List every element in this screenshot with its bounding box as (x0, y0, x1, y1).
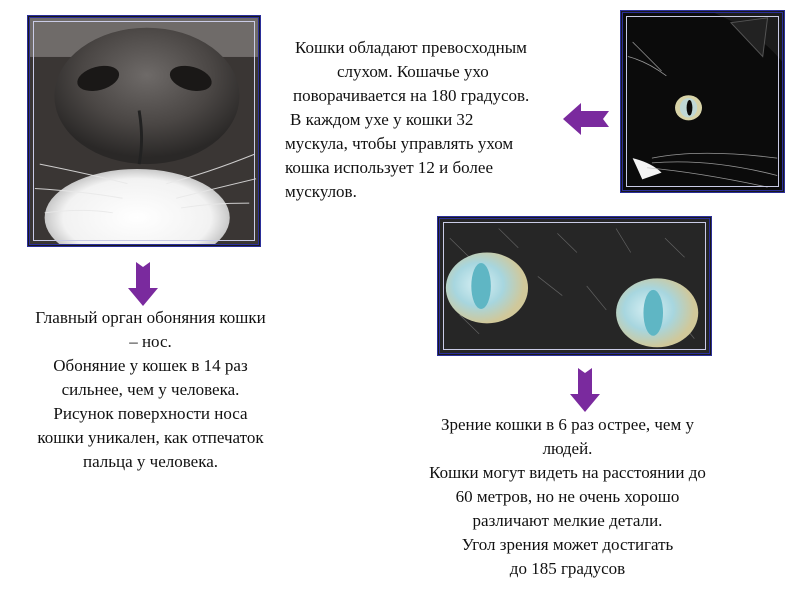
arrow-down-icon (128, 262, 158, 306)
arrow-down-icon (570, 368, 600, 412)
vision-line: людей. (542, 439, 593, 458)
hearing-text: Кошки обладают превосходным слухом. Коша… (285, 36, 575, 204)
hearing-line: мускула, чтобы управлять ухом (285, 134, 514, 153)
cat-head-photo (620, 10, 785, 193)
vision-text: Зрение кошки в 6 раз острее, чем у людей… (395, 413, 740, 581)
hearing-line: мускулов. (285, 182, 357, 201)
smell-line: пальца у человека. (82, 452, 219, 471)
cat-nose-photo (27, 15, 261, 247)
hearing-line: поворачивается на 180 градусов. (293, 86, 530, 105)
cat-eyes-photo (437, 216, 712, 356)
arrow-down-shape (128, 262, 158, 306)
vision-line: Зрение кошки в 6 раз острее, чем у (441, 415, 694, 434)
vision-line: различают мелкие детали. (472, 511, 663, 530)
smell-line: Обоняние у кошек в 14 раз (53, 356, 248, 375)
vision-line: 60 метров, но не очень хорошо (455, 487, 680, 506)
arrow-left-icon (563, 103, 609, 135)
hearing-line: кошка использует 12 и более (285, 158, 493, 177)
hearing-line: Кошки обладают превосходным (295, 38, 527, 57)
smell-line: сильнее, чем у человека. (61, 380, 240, 399)
smell-line: – нос. (129, 332, 172, 351)
smell-line: Главный орган обоняния кошки (35, 308, 266, 327)
hearing-line: слухом. Кошачье ухо (337, 62, 489, 81)
vision-line: Угол зрения может достигать (461, 535, 674, 554)
vision-line: до 185 градусов (509, 559, 626, 578)
arrow-down-shape (570, 368, 600, 412)
smell-text: Главный орган обоняния кошки – нос. Обон… (8, 306, 293, 474)
smell-line: кошки уникален, как отпечаток (37, 428, 264, 447)
smell-line: Рисунок поверхности носа (53, 404, 248, 423)
vision-line: Кошки могут видеть на расстоянии до (429, 463, 706, 482)
arrow-left-shape (563, 103, 609, 135)
hearing-line: В каждом ухе у кошки 32 (290, 110, 474, 129)
